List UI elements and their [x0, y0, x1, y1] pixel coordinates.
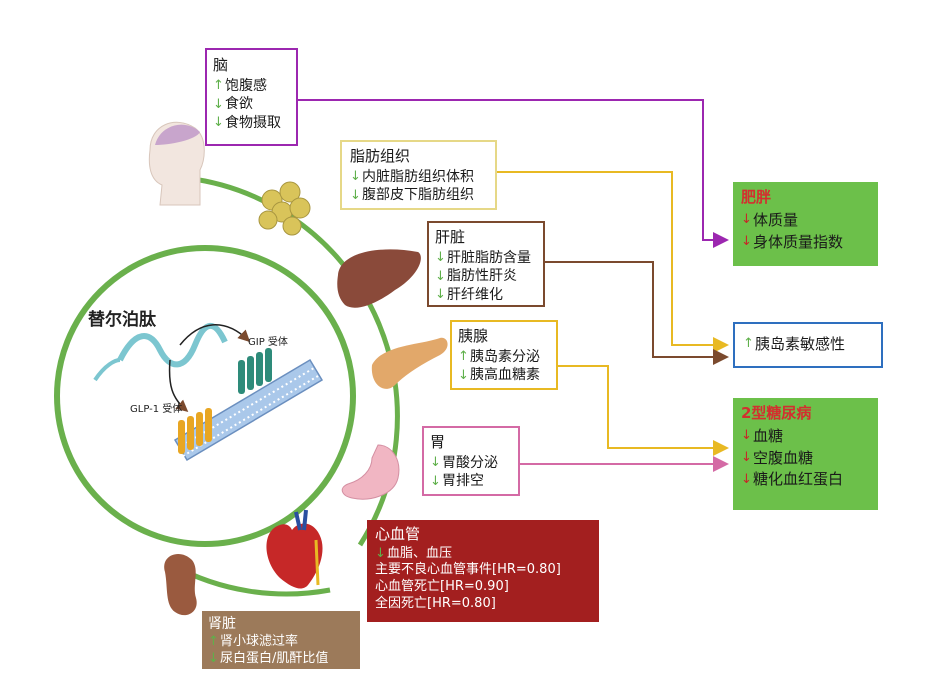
cardio-item: 心血管死亡[HR=0.90]: [375, 579, 509, 595]
t2d-box: 2型糖尿病 ↓血糖 ↓空腹血糖 ↓糖化血红蛋白: [733, 398, 878, 510]
arrow-down-icon: ↓: [213, 115, 224, 131]
head-icon: [148, 121, 205, 206]
pancreas-icon: [371, 337, 448, 389]
stomach-icon: [341, 444, 400, 500]
pancreas-item: 胰岛素分泌: [470, 348, 540, 365]
pancreas-item: 胰高血糖素: [470, 367, 540, 384]
liver-title: 肝脏: [435, 228, 466, 246]
brain-to-obesity-line: [298, 99, 729, 248]
arrow-down-icon: ↓: [213, 96, 224, 112]
liver-item: 肝脏脂肪含量: [447, 249, 531, 266]
cardio-box: 心血管 ↓血脂、血压 主要不良心血管事件[HR=0.80] 心血管死亡[HR=0…: [367, 520, 599, 622]
arrow-down-icon: ↓: [741, 428, 752, 444]
fat-tissue-icon: [258, 181, 311, 236]
kidney-item: 肾小球滤过率: [220, 634, 299, 650]
gip-receptor-icon: [238, 348, 272, 394]
arrow-up-icon: ↑: [458, 349, 469, 365]
arrow-down-icon: ↓: [741, 212, 752, 228]
stomach-title: 胃: [430, 433, 446, 451]
pancreas-to-t2d-line: [558, 365, 729, 456]
kidney-item: 尿白蛋白/肌酐比值: [220, 651, 329, 667]
liver-box: 肝脏 ↓肝脏脂肪含量 ↓脂肪性肝炎 ↓肝纤维化: [427, 221, 545, 307]
adipose-item: 腹部皮下脂肪组织: [362, 187, 474, 204]
arrow-up-icon: ↑: [208, 634, 219, 650]
liver-icon: [337, 249, 421, 308]
cardio-item: 全因死亡[HR=0.80]: [375, 596, 496, 612]
liver-item: 脂肪性肝炎: [447, 268, 517, 285]
stomach-item: 胃酸分泌: [442, 454, 498, 471]
kidney-title: 肾脏: [208, 616, 236, 632]
liver-to-insulin-line: [545, 261, 729, 365]
kidney-box: 肾脏 ↑肾小球滤过率 ↓尿白蛋白/肌酐比值: [202, 611, 360, 669]
insulin-sensitivity-box: ↑胰岛素敏感性: [733, 322, 883, 368]
arrow-down-icon: ↓: [375, 545, 386, 561]
brain-item: 食欲: [225, 96, 253, 113]
obesity-item: 身体质量指数: [753, 232, 844, 251]
pancreas-title: 胰腺: [458, 327, 489, 345]
brain-item: 食物摄取: [225, 114, 281, 131]
t2d-item: 糖化血红蛋白: [753, 470, 844, 489]
arrow-down-icon: ↓: [435, 287, 446, 303]
kidney-icon: [164, 553, 197, 616]
arrow-down-icon: ↓: [435, 268, 446, 284]
brain-title: 脑: [213, 56, 229, 74]
cardio-title: 心血管: [375, 525, 421, 543]
t2d-title: 2型糖尿病: [741, 404, 812, 422]
adipose-item: 内脏脂肪组织体积: [362, 168, 474, 185]
gip-receptor-label: GIP 受体: [248, 337, 288, 348]
brain-box: 脑 ↑饱腹感 ↓食欲 ↓食物摄取: [205, 48, 298, 146]
obesity-box: 肥胖 ↓体质量 ↓身体质量指数: [733, 182, 878, 266]
obesity-title: 肥胖: [741, 188, 772, 206]
arrow-down-icon: ↓: [430, 473, 441, 489]
liver-item: 肝纤维化: [447, 286, 503, 303]
glp1-receptor-icon: [178, 408, 212, 454]
arrow-up-icon: ↑: [743, 336, 754, 352]
adipose-title: 脂肪组织: [350, 147, 411, 165]
cardio-item: 主要不良心血管事件[HR=0.80]: [375, 562, 561, 578]
adipose-to-insulin-line: [497, 171, 729, 353]
insulin-sensitivity-text: 胰岛素敏感性: [755, 335, 846, 353]
glp1-receptor-label: GLP-1 受体: [130, 404, 183, 415]
stomach-box: 胃 ↓胃酸分泌 ↓胃排空: [422, 426, 520, 496]
cardio-line1: 血脂、血压: [387, 545, 453, 561]
stomach-item: 胃排空: [442, 473, 484, 490]
arrow-up-icon: ↑: [213, 78, 224, 94]
pancreas-box: 胰腺 ↑胰岛素分泌 ↓胰高血糖素: [450, 320, 558, 390]
obesity-item: 体质量: [753, 210, 799, 229]
arrow-down-icon: ↓: [430, 455, 441, 471]
arrow-down-icon: ↓: [435, 250, 446, 266]
arrow-down-icon: ↓: [741, 449, 752, 465]
arrow-down-icon: ↓: [350, 169, 361, 185]
inner-ring: [54, 245, 356, 547]
t2d-item: 空腹血糖: [753, 448, 814, 467]
adipose-box: 脂肪组织 ↓内脏脂肪组织体积 ↓腹部皮下脂肪组织: [340, 140, 497, 210]
brain-item: 饱腹感: [225, 77, 267, 94]
peptide-icon: [93, 322, 228, 382]
arrow-down-icon: ↓: [208, 651, 219, 667]
t2d-item: 血糖: [753, 426, 784, 445]
drug-name: 替尔泊肽: [88, 310, 156, 330]
arrow-down-icon: ↓: [350, 187, 361, 203]
arrow-down-icon: ↓: [458, 367, 469, 383]
heart-icon: [266, 509, 323, 589]
arrow-down-icon: ↓: [741, 233, 752, 249]
arrow-down-icon: ↓: [741, 471, 752, 487]
